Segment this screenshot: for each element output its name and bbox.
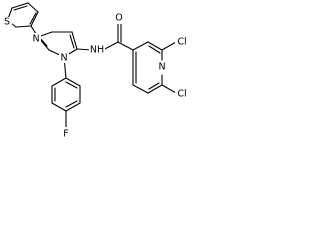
bond: [65, 77, 81, 87]
bond: [51, 77, 67, 87]
bond: [51, 102, 67, 112]
bond: [71, 31, 78, 50]
bond: [161, 41, 177, 51]
pyridine-nitrogen-label: N: [158, 62, 165, 73]
bond: [11, 2, 29, 9]
fluoro-atom-label: F: [63, 129, 68, 140]
sulfur-atom-label: S: [4, 17, 10, 28]
bond: [132, 84, 149, 94]
bond: [102, 41, 119, 51]
bond: [65, 100, 78, 108]
bond: [13, 5, 28, 11]
bond: [161, 84, 177, 94]
bond: [148, 45, 161, 54]
bond: [132, 41, 149, 51]
amide-group: [102, 23, 134, 51]
amide-nh-label: NH: [90, 45, 104, 56]
bond: [39, 37, 48, 47]
dichloropyridine-ring: [132, 41, 177, 94]
fluorophenyl-ring: [51, 77, 81, 128]
chloro-top-label: Cl: [177, 37, 186, 48]
bond: [30, 11, 39, 27]
pyrazole-ring: [37, 31, 78, 58]
pyrazole-n2-label: N: [32, 34, 39, 45]
chloro-bottom-label: Cl: [177, 89, 186, 100]
bond: [27, 2, 39, 13]
molecule-diagram: S N N NH O Cl N Cl F: [2, 2, 189, 140]
bond: [65, 81, 78, 89]
bond: [15, 25, 32, 28]
pyrazole-n1-label: N: [60, 53, 67, 64]
bond: [147, 84, 163, 94]
thiophene-ring: [7, 2, 39, 28]
carbonyl-oxygen-label: O: [115, 13, 122, 24]
bond: [117, 41, 134, 51]
bond: [148, 82, 160, 90]
structure-canvas: S N N NH O Cl N Cl F: [0, 0, 196, 146]
bond: [29, 12, 37, 25]
bond: [69, 34, 75, 49]
bond: [147, 41, 163, 51]
bond: [65, 102, 81, 112]
atom-labels: S N N NH O Cl N Cl F: [2, 13, 189, 140]
